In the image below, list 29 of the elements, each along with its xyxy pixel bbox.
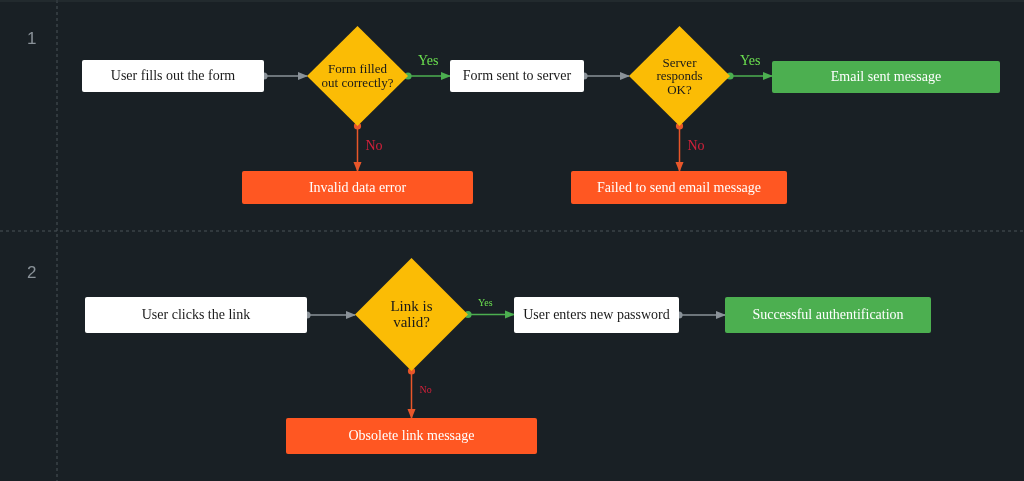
process-box: Successful authentification <box>725 297 931 333</box>
decision-diamond <box>355 258 468 371</box>
edge-label: Yes <box>476 297 495 308</box>
decision-text: Form filled out correctly? <box>321 62 394 90</box>
arrow <box>353 122 362 173</box>
lane-number: 2 <box>27 262 37 284</box>
arrow <box>404 71 452 81</box>
process-box: User enters new password <box>514 297 679 333</box>
arrow <box>407 367 416 420</box>
process-box: Obsolete link message <box>286 418 537 454</box>
decision-text: Server responds OK? <box>655 55 704 97</box>
arrow <box>726 71 774 81</box>
decision-text: Link is valid? <box>389 298 434 331</box>
lane-number: 1 <box>27 28 37 50</box>
process-box: Invalid data error <box>242 171 473 204</box>
edge-label: No <box>685 138 707 153</box>
process-box: User fills out the form <box>82 60 264 92</box>
arrow <box>464 310 516 319</box>
process-box: Form sent to server <box>450 60 584 92</box>
edge-label: No <box>417 384 434 395</box>
process-box: User clicks the link <box>85 297 307 333</box>
decision-diamond <box>629 26 730 126</box>
process-box: Failed to send email message <box>571 171 787 204</box>
edge-label: No <box>363 138 385 153</box>
edge-label: Yes <box>738 54 763 68</box>
edge-label: Yes <box>416 54 441 68</box>
process-box: Email sent message <box>772 61 1000 93</box>
arrow <box>675 122 684 173</box>
decision-diamond <box>307 26 408 126</box>
